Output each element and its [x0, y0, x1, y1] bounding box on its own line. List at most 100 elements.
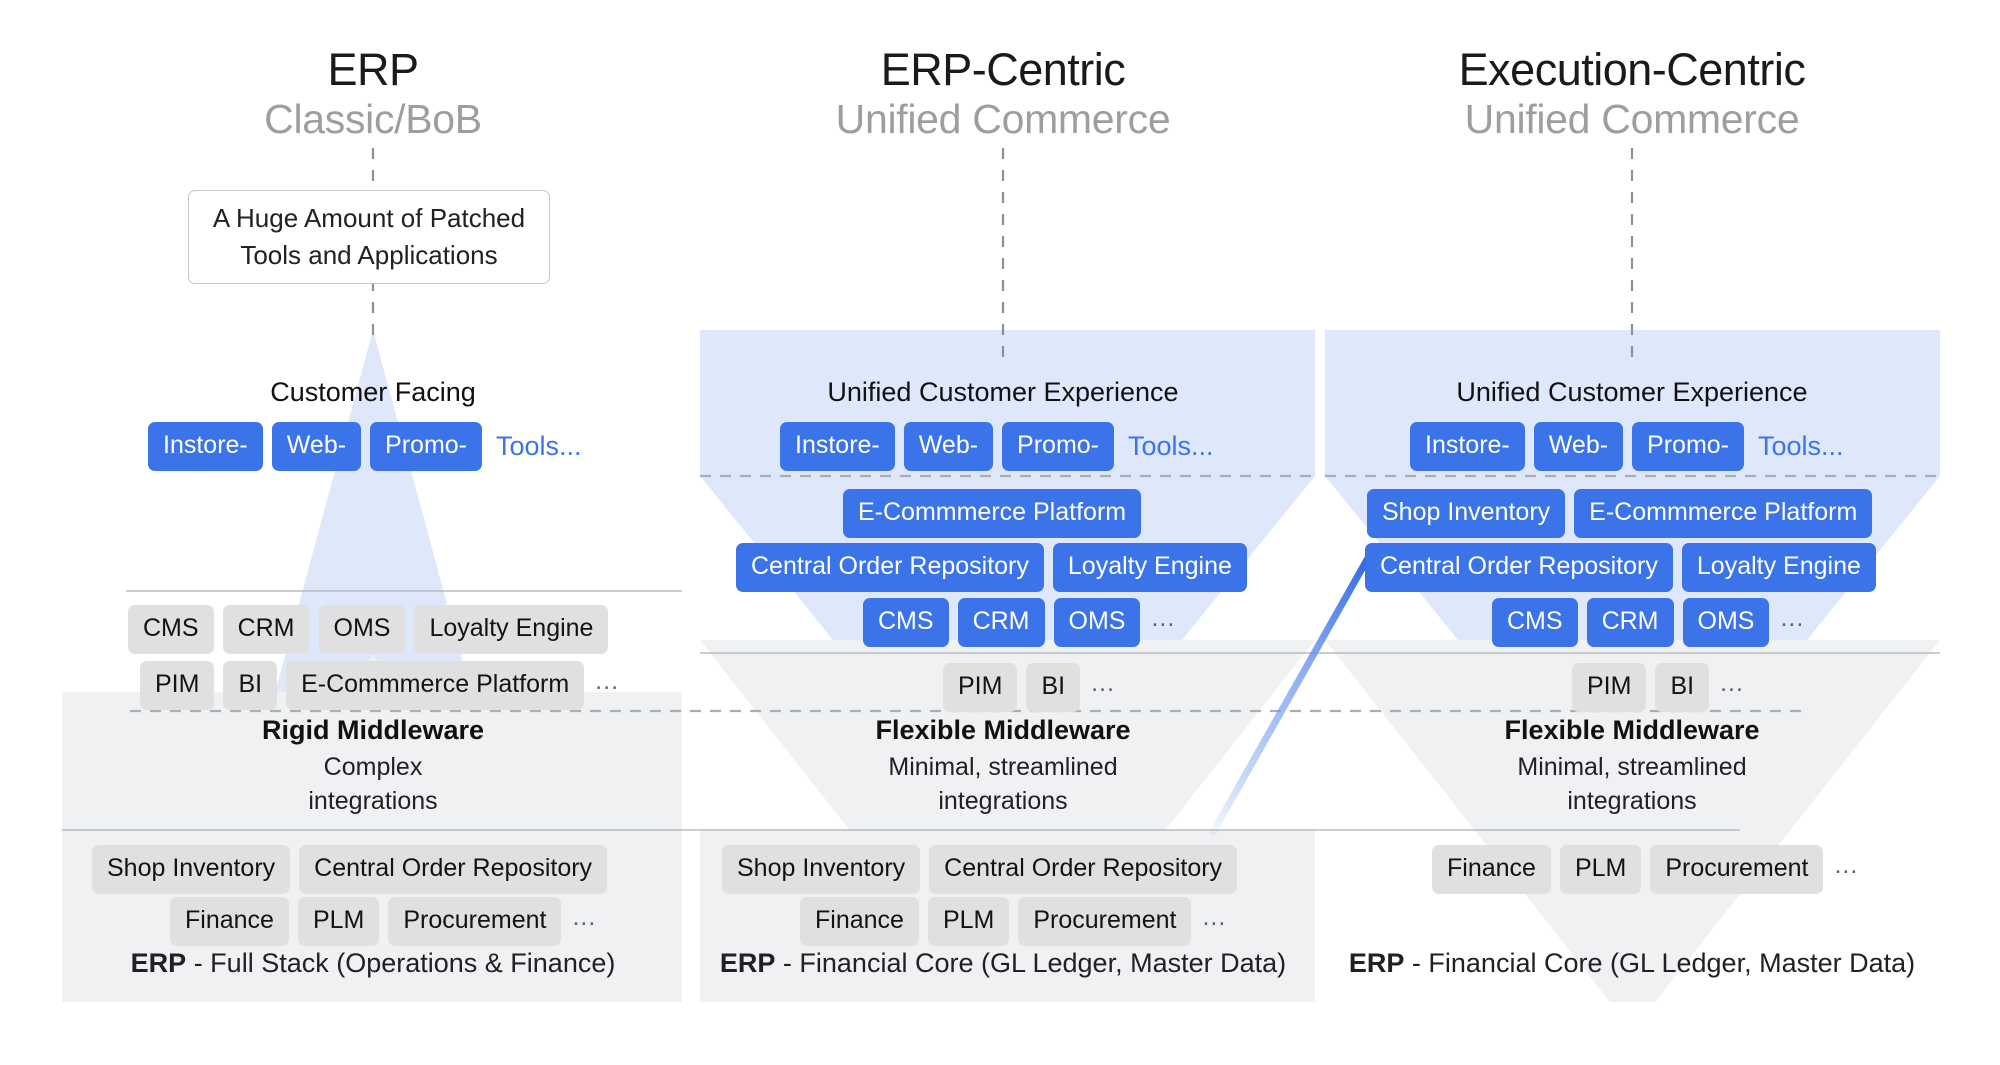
chip-pim[interactable]: PIM — [140, 661, 215, 710]
chip-shop-inventory[interactable]: Shop Inventory — [92, 845, 291, 894]
col2-tools-link[interactable]: Tools... — [1128, 431, 1214, 461]
chip-loyalty-engine[interactable]: Loyalty Engine — [414, 605, 609, 654]
col2-mid-ellipsis: ... — [1151, 604, 1176, 632]
chip-pim[interactable]: PIM — [1572, 663, 1647, 712]
chip-cms[interactable]: CMS — [863, 598, 949, 647]
col1-erp-caption: ERP - Full Stack (Operations & Finance) — [63, 948, 683, 979]
col1-top-chip-row: Instore- Web- Promo- Tools... — [148, 422, 582, 471]
col2-erp-caption-rest: - Financial Core (GL Ledger, Master Data… — [775, 948, 1287, 978]
col2-erp-ellipsis: ... — [1202, 903, 1227, 931]
col3-erp-caption: ERP - Financial Core (GL Ledger, Master … — [1322, 948, 1942, 979]
col3-title: Execution-Centric — [1458, 44, 1806, 95]
col1-mid-ellipsis: ... — [595, 667, 620, 695]
chip-central-order-repository[interactable]: Central Order Repository — [1365, 543, 1673, 592]
col1-mid-chip-row-1: CMS CRM OMS Loyalty Engine — [128, 605, 609, 654]
col3-erp-chip-row-1: Finance PLM Procurement ... — [1432, 845, 1860, 894]
chip-crm[interactable]: CRM — [1586, 598, 1674, 647]
chip-ecommerce-platform[interactable]: E-Commmerce Platform — [286, 661, 585, 710]
col2-ux-label: Unified Customer Experience — [827, 377, 1179, 407]
chip-promo[interactable]: Promo- — [370, 422, 483, 471]
chip-ecommerce-platform[interactable]: E-Commmerce Platform — [1574, 489, 1873, 538]
chip-instore[interactable]: Instore- — [148, 422, 263, 471]
col2-middleware-sub-1: Minimal, streamlined — [888, 753, 1118, 781]
chip-procurement[interactable]: Procurement — [388, 897, 562, 946]
col3-mid-chip-row-3: CMS CRM OMS ... — [1492, 598, 1806, 647]
col1-tools-link[interactable]: Tools... — [496, 431, 582, 461]
patched-tools-line1: A Huge Amount of Patched — [212, 203, 526, 234]
col2-erp-caption-bold: ERP — [719, 948, 776, 978]
chip-web[interactable]: Web- — [271, 422, 362, 471]
col1-middleware-sub-1: Complex — [323, 753, 423, 781]
patched-tools-line2: Tools and Applications — [240, 240, 498, 270]
col2-top-chip-row: Instore- Web- Promo- Tools... — [780, 422, 1214, 471]
chip-oms[interactable]: OMS — [318, 605, 406, 654]
col1-erp-ellipsis: ... — [572, 903, 597, 931]
col1-title: ERP — [327, 44, 419, 95]
chip-finance[interactable]: Finance — [800, 897, 919, 946]
chip-bi[interactable]: BI — [1655, 663, 1710, 712]
chip-cms[interactable]: CMS — [128, 605, 214, 654]
chip-central-order-repository[interactable]: Central Order Repository — [929, 845, 1238, 894]
col1-erp-chip-row-1: Shop Inventory Central Order Repository — [92, 845, 608, 894]
col3-erp-caption-bold: ERP — [1348, 948, 1405, 978]
col2-grey-ellipsis: ... — [1091, 669, 1115, 697]
col1-middleware-sub-2: integrations — [308, 787, 438, 815]
col1-erp-caption-rest: - Full Stack (Operations & Finance) — [186, 948, 616, 978]
chip-plm[interactable]: PLM — [1559, 845, 1642, 894]
chip-central-order-repository[interactable]: Central Order Repository — [299, 845, 608, 894]
col3-middleware-sub-1: Minimal, streamlined — [1517, 753, 1747, 781]
col3-grey-ellipsis: ... — [1720, 669, 1744, 697]
col1-erp-chip-row-2: Finance PLM Procurement ... — [170, 897, 598, 946]
col3-middleware-title: Flexible Middleware — [1504, 715, 1760, 745]
chip-pim[interactable]: PIM — [943, 663, 1018, 712]
col2-erp-chip-row-2: Finance PLM Procurement ... — [800, 897, 1228, 946]
col3-header: Execution-Centric Unified Commerce — [1322, 44, 1942, 144]
col1-subtitle: Classic/BoB — [264, 96, 482, 143]
chip-promo[interactable]: Promo- — [1632, 422, 1745, 471]
col3-grey-chip-row: PIM BI ... — [1572, 663, 1746, 712]
chip-central-order-repository[interactable]: Central Order Repository — [736, 543, 1044, 592]
col3-mid-chip-row-2: Central Order Repository Loyalty Engine — [1365, 543, 1876, 592]
chip-oms[interactable]: OMS — [1053, 598, 1141, 647]
col3-ux-label: Unified Customer Experience — [1456, 377, 1808, 407]
chip-procurement[interactable]: Procurement — [1018, 897, 1192, 946]
col2-grey-chip-row: PIM BI ... — [943, 663, 1117, 712]
col3-mid-chip-row-1: Shop Inventory E-Commmerce Platform — [1367, 489, 1873, 538]
chip-instore[interactable]: Instore- — [780, 422, 895, 471]
chip-web[interactable]: Web- — [903, 422, 994, 471]
chip-finance[interactable]: Finance — [170, 897, 289, 946]
chip-oms[interactable]: OMS — [1682, 598, 1770, 647]
chip-promo[interactable]: Promo- — [1002, 422, 1115, 471]
chip-shop-inventory[interactable]: Shop Inventory — [722, 845, 921, 894]
col3-tools-link[interactable]: Tools... — [1758, 431, 1844, 461]
chip-loyalty-engine[interactable]: Loyalty Engine — [1681, 543, 1876, 592]
col2-title: ERP-Centric — [880, 44, 1126, 95]
col1-erp-caption-bold: ERP — [130, 948, 187, 978]
col2-mid-chip-row-3: CMS CRM OMS ... — [863, 598, 1177, 647]
col2-header: ERP-Centric Unified Commerce — [693, 44, 1313, 144]
chip-web[interactable]: Web- — [1533, 422, 1624, 471]
chip-crm[interactable]: CRM — [222, 605, 310, 654]
col1-customer-facing-label: Customer Facing — [270, 377, 476, 407]
chip-plm[interactable]: PLM — [927, 897, 1010, 946]
chip-plm[interactable]: PLM — [297, 897, 380, 946]
col2-erp-caption: ERP - Financial Core (GL Ledger, Master … — [693, 948, 1313, 979]
col2-subtitle: Unified Commerce — [835, 96, 1171, 143]
col1-mid-chip-row-2: PIM BI E-Commmerce Platform ... — [140, 661, 621, 710]
col3-erp-caption-rest: - Financial Core (GL Ledger, Master Data… — [1404, 948, 1916, 978]
chip-finance[interactable]: Finance — [1432, 845, 1551, 894]
chip-cms[interactable]: CMS — [1492, 598, 1578, 647]
chip-ecommerce-platform[interactable]: E-Commmerce Platform — [843, 489, 1142, 538]
col1-header: ERP Classic/BoB — [63, 44, 683, 144]
chip-shop-inventory[interactable]: Shop Inventory — [1367, 489, 1566, 538]
col1-middleware-title: Rigid Middleware — [261, 715, 485, 745]
chip-bi[interactable]: BI — [223, 661, 278, 710]
chip-procurement[interactable]: Procurement — [1650, 845, 1824, 894]
chip-instore[interactable]: Instore- — [1410, 422, 1525, 471]
col3-top-chip-row: Instore- Web- Promo- Tools... — [1410, 422, 1844, 471]
chip-loyalty-engine[interactable]: Loyalty Engine — [1052, 543, 1247, 592]
chip-bi[interactable]: BI — [1026, 663, 1081, 712]
chip-crm[interactable]: CRM — [957, 598, 1045, 647]
